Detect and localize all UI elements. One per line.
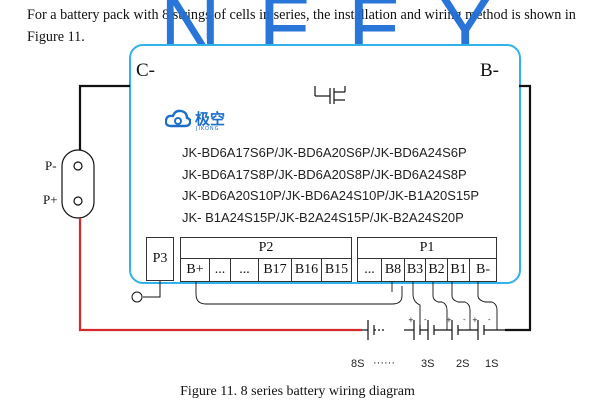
p3-label: P3 <box>152 251 168 266</box>
p2-pin-ellipsis-1: ... <box>209 258 231 282</box>
terminal-b-minus: B- <box>480 60 499 81</box>
mosfet-symbol <box>314 86 346 104</box>
figure-caption: Figure 11. 8 series battery wiring diagr… <box>180 384 415 399</box>
model-line-2: JK-BD6A17S8P/JK-BD6A20S8P/JK-BD6A24S8P <box>182 166 467 182</box>
b3-sense-wire <box>412 282 421 330</box>
p-plus-terminal <box>73 196 83 206</box>
intro-line-2: Figure 11. <box>27 29 85 45</box>
b2-sense-wire <box>432 282 448 330</box>
model-line-3: JK-BD6A20S10P/JK-BD6A24S10P/JK-B1A20S15P <box>182 188 480 203</box>
p2-pin-b16: B16 <box>291 258 322 282</box>
battery-label-8s: 8S <box>351 358 365 370</box>
logo-text: 极空 <box>195 110 226 128</box>
p1-pin-ellipsis: ... <box>357 258 382 282</box>
b-minus-wire <box>505 84 532 332</box>
p1-pin-b1: B1 <box>447 258 470 282</box>
svg-text:+: + <box>472 316 478 324</box>
p2-pin-b17: B17 <box>258 258 292 282</box>
p2-label: P2 <box>258 240 274 255</box>
model-line-4: JK- B1A24S15P/JK-B2A24S15P/JK-B2A24S20P <box>182 209 464 225</box>
connector-p2-header: P2 <box>180 237 352 259</box>
p1-pin-b8: B8 <box>381 258 405 282</box>
b1-sense-wire <box>451 282 471 330</box>
connector-p1-header: P1 <box>357 237 497 259</box>
svg-text:-: - <box>488 316 491 324</box>
c-minus-wire <box>78 84 130 150</box>
model-list: JK-BD6A17S6P/JK-BD6A20S6P/JK-BD6A24S6P J… <box>182 142 479 228</box>
svg-text:-: - <box>424 316 427 324</box>
cloud-icon <box>165 109 191 127</box>
p-plus-label: P+ <box>43 192 58 207</box>
p-minus-label: P- <box>45 158 57 173</box>
p1-label: P1 <box>419 240 435 255</box>
positive-wire <box>78 218 362 332</box>
logo-subtext: JIKONG <box>196 126 220 132</box>
cell-polarity-marks: +- +- +- <box>408 316 491 324</box>
jikong-logo: 极空 <box>165 108 225 129</box>
svg-text:+: + <box>408 316 414 324</box>
model-line-1: JK-BD6A17S6P/JK-BD6A20S6P/JK-BD6A24S6P <box>182 145 467 160</box>
p2-pin-b-plus: B+ <box>180 258 210 282</box>
p1-pin-b2: B2 <box>425 258 448 282</box>
pack-terminal-capsule <box>61 149 95 219</box>
b-plus-sense-wire <box>195 282 403 305</box>
p1-pin-b3: B3 <box>404 258 426 282</box>
battery-label-3s: 3S <box>421 358 435 370</box>
svg-text:+: + <box>446 316 452 324</box>
connector-p3: P3 <box>146 237 174 281</box>
battery-label-2s: 2S <box>456 358 470 370</box>
battery-cells <box>362 320 505 340</box>
svg-text:-: - <box>463 316 466 324</box>
ground-symbol <box>131 291 143 303</box>
p-minus-terminal <box>73 161 83 171</box>
battery-label-1s: 1S <box>485 358 499 370</box>
terminal-c-minus: C- <box>136 60 155 81</box>
intro-line-1: For a battery pack with 8 strings of cel… <box>27 7 576 23</box>
b-minus-sense-wire <box>477 282 498 330</box>
intro-paragraph: For a battery pack with 8 strings of cel… <box>27 4 587 48</box>
p2-pin-b15: B15 <box>321 258 352 282</box>
p1-pin-b-minus: B- <box>469 258 497 282</box>
battery-label-dots: ······ <box>373 357 395 369</box>
p2-pin-ellipsis-2: ... <box>230 258 259 282</box>
